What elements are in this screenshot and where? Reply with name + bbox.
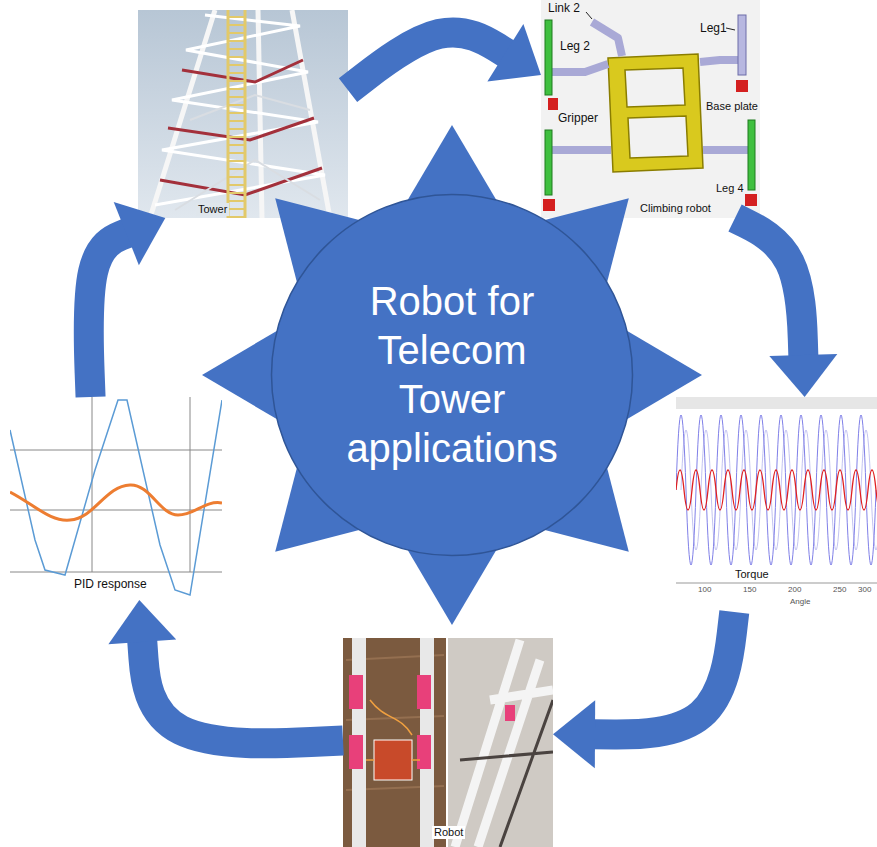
robot-frame — [455, 640, 553, 847]
hub-outline — [270, 193, 634, 557]
photo-divider — [446, 638, 448, 847]
gripper — [745, 194, 757, 206]
cad-background — [541, 0, 760, 218]
robot-leg — [738, 15, 746, 75]
gripper — [548, 98, 558, 110]
plate-hole — [625, 68, 685, 107]
arrow-head — [487, 24, 541, 82]
cycle-arrow — [735, 218, 837, 397]
arrow-head — [108, 600, 176, 644]
image-panel: Link 2 Leg1Leg 2 Gripper Base plateLeg 4 Cli… — [541, 0, 760, 218]
axis-tick: 250 — [833, 585, 846, 594]
part-label: Gripper — [558, 112, 598, 126]
arrow-body — [89, 233, 128, 397]
part-label: Leg1 — [700, 22, 727, 36]
axis-tick: 300 — [858, 585, 871, 594]
part-label: Leg 2 — [560, 40, 590, 54]
plot-axis — [676, 583, 877, 584]
ray-triangle — [406, 547, 498, 625]
image-caption: PID response — [72, 578, 149, 592]
image-panel: Tower — [138, 10, 348, 218]
robot-link — [552, 22, 748, 150]
robot-leg — [545, 130, 552, 195]
ray-triangle — [202, 329, 280, 421]
servo-motor — [349, 675, 363, 709]
image-caption: Tower — [196, 203, 229, 216]
cycle-arrow — [553, 612, 734, 768]
pid-curve — [10, 485, 222, 520]
arrow-body — [735, 218, 803, 357]
axis-tick: 150 — [743, 585, 756, 594]
arrow-body — [593, 612, 734, 734]
torque-plot — [676, 397, 877, 612]
tower-frame — [460, 700, 553, 847]
cycle-arrow — [89, 202, 166, 397]
wire — [366, 700, 420, 760]
wood-wall — [343, 638, 446, 847]
robot-leg — [748, 120, 755, 190]
tower-ladder — [228, 10, 245, 218]
servo-motor — [505, 705, 515, 721]
image-caption: Climbing robot — [640, 202, 711, 215]
part-label: Base plate — [706, 100, 758, 113]
lab-background — [448, 638, 553, 847]
hub-circle: Robot for Telecom Tower applications — [270, 193, 634, 557]
servo-motor — [417, 675, 431, 709]
tower-photo — [138, 10, 348, 218]
arrow-body — [348, 32, 507, 90]
ray-triangle — [406, 125, 498, 203]
pid-plot — [10, 397, 222, 600]
base-plate — [608, 54, 703, 172]
torque-curve — [676, 470, 877, 510]
tower-ladder — [228, 10, 245, 218]
axis-tick: 200 — [788, 585, 801, 594]
gripper — [736, 80, 748, 92]
tower-brace — [175, 95, 320, 210]
robot-photo — [343, 638, 553, 847]
robot-cad — [541, 0, 760, 218]
part-label: Leg 4 — [716, 182, 744, 195]
servo-motor — [417, 735, 431, 769]
cycle-arrow — [348, 24, 541, 90]
robot-leg — [545, 20, 552, 95]
ray-triangle — [624, 329, 702, 421]
cycle-arrow — [108, 600, 343, 743]
image-panel: Robot — [343, 638, 553, 847]
servo-motor — [349, 735, 363, 769]
gripper — [543, 199, 555, 211]
arrow-head — [769, 354, 837, 397]
plot-grid — [10, 397, 222, 572]
image-caption: Torque — [733, 568, 771, 581]
torque-curve — [676, 415, 876, 565]
arrow-body — [142, 640, 343, 743]
image-panel: Torque 100 150 200 250 300Angle — [676, 397, 877, 612]
photo-background — [343, 638, 553, 847]
pid-curve — [10, 400, 222, 595]
part-label: Link 2 — [548, 2, 580, 16]
tower-leg — [150, 10, 330, 218]
hub-circle-shape — [272, 195, 633, 556]
image-caption: Robot — [432, 826, 465, 839]
arrow-head — [553, 700, 595, 768]
plot-header — [676, 397, 877, 409]
control-board — [374, 740, 412, 780]
plate-hole — [628, 116, 688, 158]
hub-title: Robot for Telecom Tower applications — [327, 277, 577, 472]
axis-tick: 100 — [698, 585, 711, 594]
sky — [138, 10, 348, 218]
axis-label: Angle — [790, 597, 810, 606]
star-rays — [202, 125, 702, 625]
arrow-head — [114, 202, 166, 265]
image-panel: PID response — [10, 397, 222, 600]
plot-background — [10, 397, 222, 600]
